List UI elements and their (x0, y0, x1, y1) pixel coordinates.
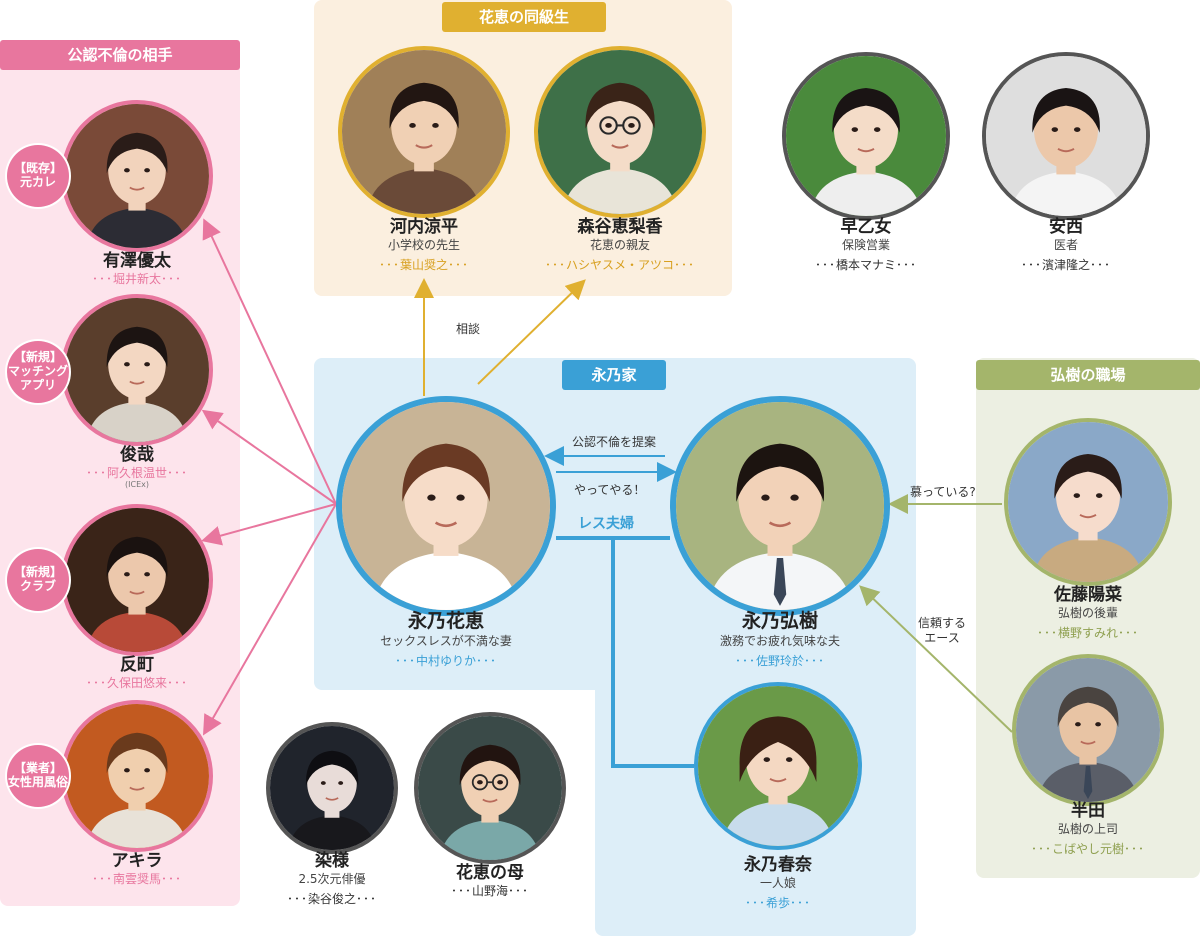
hiroki-name: 永乃弘樹 (741, 610, 818, 632)
handa-portrait (1012, 654, 1164, 806)
sato-role: 弘樹の後輩 (1057, 606, 1118, 620)
akira-name: アキラ (111, 851, 163, 871)
hanae-role: セックスレスが不満な妻 (380, 634, 512, 648)
character-shunya: 俊哉･･･阿久根温世･･･(ICEx) (61, 294, 213, 489)
handa-role: 弘樹の上司 (1057, 822, 1118, 836)
label-sexless: レス夫婦 (578, 516, 634, 532)
mother-portrait (414, 712, 566, 864)
hanae-actor: ･･･中村ゆりか･･･ (394, 654, 498, 668)
label-trust-text: 信頼する エース (918, 616, 967, 645)
sato-portrait (1004, 418, 1172, 586)
sato-actor: ･･･横野すみれ･･･ (1036, 626, 1140, 640)
sorimachi-actor: ･･･久保田悠来･･･ (85, 676, 189, 690)
arisawa-actor: ･･･堀井新太･･･ (91, 272, 183, 286)
character-handa: 半田弘樹の上司 ･･･こばやし元樹･･･ (1012, 654, 1164, 856)
anzai-role: 医者 (1053, 238, 1078, 252)
character-mother: 花恵の母･･･山野海･･･ (414, 712, 566, 898)
classmates-group-title: 花恵の同級生 (442, 2, 606, 32)
some-actor: ･･･染谷俊之･･･ (286, 892, 378, 906)
some-portrait (266, 722, 398, 854)
kawauchi-role: 小学校の先生 (387, 238, 460, 252)
character-hanae: 永乃花恵セックスレスが不満な妻 ･･･中村ゆりか･･･ (336, 396, 556, 668)
lovers-group-title: 公認不倫の相手 (0, 40, 240, 70)
moriya-role: 花恵の親友 (589, 238, 650, 252)
kawauchi-actor: ･･･葉山奨之･･･ (378, 258, 470, 272)
haruna-portrait (694, 682, 862, 850)
arisawa-name: 有澤優太 (103, 251, 171, 271)
saotome-role: 保険営業 (841, 238, 890, 252)
label-admire: 慕っている? (910, 485, 976, 499)
hanae-portrait (336, 396, 556, 616)
mother-name: 花恵の母 (456, 863, 524, 883)
shunya-badge: 【新規】 マッチング アプリ (7, 341, 69, 403)
character-kawauchi: 河内涼平小学校の先生 ･･･葉山奨之･･･ (338, 46, 510, 272)
moriya-name: 森谷恵梨香 (577, 217, 663, 237)
label-consult: 相談 (456, 322, 481, 336)
arisawa-portrait (61, 100, 213, 252)
kawauchi-name: 河内涼平 (390, 217, 458, 237)
moriya-actor: ･･･ハシヤスメ・アツコ･･･ (544, 258, 696, 272)
shunya-actor: ･･･阿久根温世･･･ (85, 466, 189, 480)
saotome-portrait (782, 52, 950, 220)
moriya-portrait (534, 46, 706, 218)
workplace-group-title: 弘樹の職場 (976, 360, 1200, 390)
family-group-title: 永乃家 (562, 360, 666, 390)
sorimachi-portrait (61, 504, 213, 656)
kawauchi-portrait (338, 46, 510, 218)
akira-actor: ･･･南雲奨馬･･･ (91, 872, 183, 886)
sorimachi-name: 反町 (120, 655, 154, 675)
akira-badge: 【業者】 女性用風俗 (7, 745, 69, 807)
saotome-actor: ･･･橋本マナミ･･･ (814, 258, 918, 272)
some-role: 2.5次元俳優 (298, 872, 366, 886)
shunya-portrait (61, 294, 213, 446)
shunya-name: 俊哉 (120, 445, 154, 465)
character-sato: 佐藤陽菜弘樹の後輩 ･･･横野すみれ･･･ (1004, 418, 1172, 640)
anzai-actor: ･･･濱津隆之･･･ (1020, 258, 1112, 272)
sato-name: 佐藤陽菜 (1054, 585, 1122, 605)
haruna-name: 永乃春奈 (744, 855, 812, 875)
haruna-role: 一人娘 (759, 876, 796, 890)
arisawa-badge: 【既存】 元カレ (7, 145, 69, 207)
saotome-name: 早乙女 (840, 217, 892, 237)
character-hiroki: 永乃弘樹激務でお疲れ気味な夫 ･･･佐野玲於･･･ (670, 396, 890, 668)
handa-actor: ･･･こばやし元樹･･･ (1030, 842, 1146, 856)
character-anzai: 安西医者 ･･･濱津隆之･･･ (982, 52, 1150, 272)
character-akira: アキラ･･･南雲奨馬･･･ (61, 700, 213, 886)
label-accept: やってやる！ (574, 483, 646, 497)
hiroki-actor: ･･･佐野玲於･･･ (734, 654, 826, 668)
mother-actor: ･･･山野海･･･ (450, 884, 530, 898)
anzai-portrait (982, 52, 1150, 220)
hiroki-role: 激務でお疲れ気味な夫 (719, 634, 840, 648)
character-moriya: 森谷恵梨香花恵の親友 ･･･ハシヤスメ・アツコ･･･ (534, 46, 706, 272)
character-haruna: 永乃春奈一人娘 ･･･希歩･･･ (694, 682, 862, 910)
haruna-actor: ･･･希歩･･･ (744, 896, 812, 910)
character-saotome: 早乙女保険営業 ･･･橋本マナミ･･･ (782, 52, 950, 272)
character-arisawa: 有澤優太･･･堀井新太･･･ (61, 100, 213, 286)
label-propose: 公認不倫を提案 (572, 435, 657, 449)
label-trust: 信頼する エース (918, 616, 966, 646)
shunya-note: (ICEx) (125, 480, 149, 489)
character-sorimachi: 反町･･･久保田悠来･･･ (61, 504, 213, 690)
sorimachi-badge: 【新規】 クラブ (7, 549, 69, 611)
handa-name: 半田 (1071, 801, 1105, 821)
hiroki-portrait (670, 396, 890, 616)
hanae-name: 永乃花恵 (407, 610, 484, 632)
some-name: 染様 (315, 851, 349, 871)
anzai-name: 安西 (1049, 217, 1083, 237)
akira-portrait (61, 700, 213, 852)
